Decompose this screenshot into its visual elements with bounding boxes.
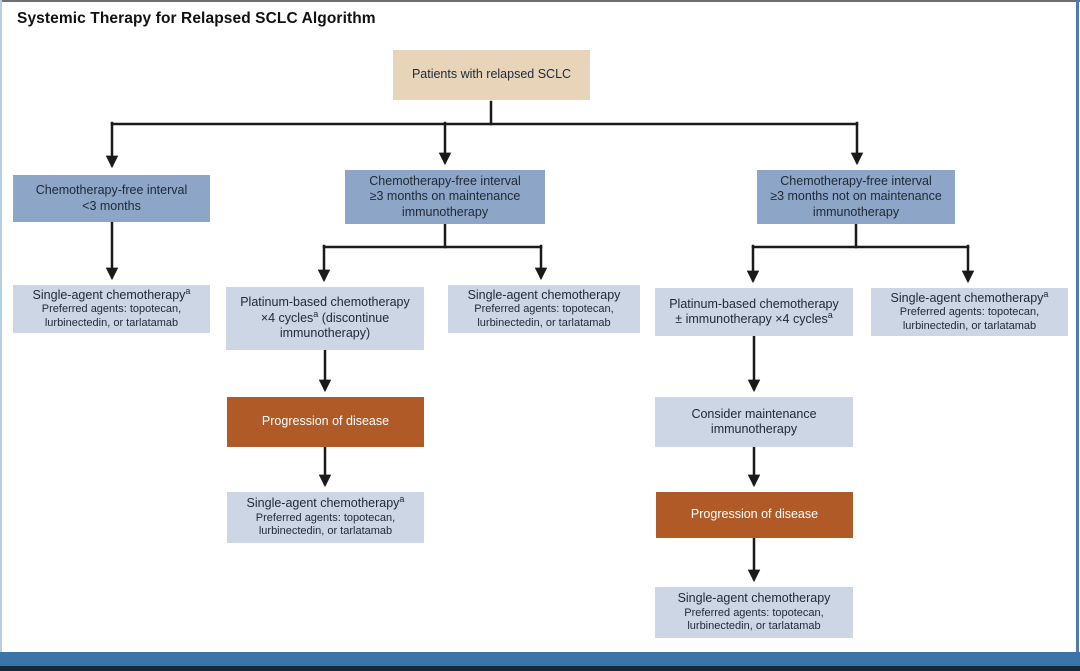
footnote-marker: a [399, 494, 405, 505]
node-label-line: Chemotherapy-free interval [780, 173, 932, 188]
node-cfi-3-months-not-on-maintenance: Chemotherapy-free interval ≥3 months not… [757, 170, 955, 224]
node-label-line: immunotherapy [710, 422, 798, 436]
node-sub-text: lurbinectedin, or tarlatamab [44, 316, 179, 329]
node-main-text: Single-agent chemotherapy [467, 287, 621, 302]
footnote-marker: a [1043, 288, 1049, 299]
node-label-line: Platinum-based chemotherapy [669, 296, 839, 311]
node-sub-text: lurbinectedin, or tarlatamab [687, 620, 821, 633]
node-sub-text: lurbinectedin, or tarlatamab [902, 319, 1037, 332]
node-platinum-chemo-plus-minus-immuno: Platinum-based chemotherapy ± immunother… [655, 288, 853, 336]
node-single-agent-chemo-left: Single-agent chemotherapya Preferred age… [13, 285, 210, 333]
node-label-line: <3 months [82, 198, 141, 213]
node-main-text: Single-agent chemotherapya [32, 285, 191, 302]
node-sub-text: Preferred agents: topotecan, [684, 606, 824, 619]
node-label-line: ≥3 months on maintenance [369, 189, 521, 204]
top-border-line [0, 0, 1080, 2]
node-platinum-chemo-discontinue-immuno: Platinum-based chemotherapy ×4 cyclesa (… [226, 287, 424, 350]
node-single-agent-chemo-mid: Single-agent chemotherapy Preferred agen… [448, 285, 640, 333]
footnote-marker: a [185, 285, 191, 296]
node-label-line: Chemotherapy-free interval [35, 183, 188, 197]
node-single-agent-chemo-right-bottom: Single-agent chemotherapy Preferred agen… [655, 587, 853, 638]
footer-navy-line [0, 666, 1080, 671]
node-label-line: Platinum-based chemotherapy [240, 295, 410, 310]
node-label-line: immunotherapy) [279, 326, 371, 341]
node-consider-maintenance-immunotherapy: Consider maintenance immunotherapy [655, 397, 853, 447]
node-label: Patients with relapsed SCLC [411, 67, 572, 82]
right-border-line [1076, 0, 1079, 653]
node-cfi-under-3-months: Chemotherapy-free interval <3 months [13, 175, 210, 222]
node-main-text: Single-agent chemotherapy [677, 591, 831, 606]
node-main-text: Single-agent chemotherapya [890, 288, 1049, 305]
node-label-line: Consider maintenance [691, 406, 817, 421]
node-label-line: immunotherapy [401, 204, 489, 219]
footnote-marker: a [313, 308, 319, 319]
page-title: Systemic Therapy for Relapsed SCLC Algor… [17, 10, 376, 27]
left-border-line [0, 0, 2, 653]
node-progression-of-disease-mid: Progression of disease [227, 397, 424, 447]
node-sub-text: Preferred agents: topotecan, [474, 303, 614, 316]
node-single-agent-chemo-right: Single-agent chemotherapya Preferred age… [871, 288, 1068, 336]
node-single-agent-chemo-mid-bottom: Single-agent chemotherapya Preferred age… [227, 492, 424, 543]
node-label: Progression of disease [261, 414, 390, 429]
node-label-line: immunotherapy [812, 204, 900, 219]
node-label: Progression of disease [690, 507, 819, 522]
node-sub-text: Preferred agents: topotecan, [41, 303, 182, 316]
node-cfi-3-months-on-maintenance: Chemotherapy-free interval ≥3 months on … [345, 170, 545, 224]
node-sub-text: lurbinectedin, or tarlatamab [477, 316, 611, 329]
node-label-line: ≥3 months not on maintenance [770, 189, 942, 204]
node-sub-text: Preferred agents: topotecan, [899, 306, 1040, 319]
node-label-line: ×4 cyclesa (discontinue [260, 308, 390, 325]
node-patients-relapsed-sclc: Patients with relapsed SCLC [393, 50, 590, 100]
node-sub-text: lurbinectedin, or tarlatamab [258, 525, 393, 538]
footer-accent-bar [0, 652, 1080, 666]
footnote-marker: a [827, 309, 833, 320]
node-label-line: ± immunotherapy ×4 cyclesa [675, 309, 833, 326]
node-label-line: Chemotherapy-free interval [369, 173, 521, 188]
node-progression-of-disease-right: Progression of disease [656, 492, 853, 538]
node-sub-text: Preferred agents: topotecan, [255, 511, 396, 524]
node-main-text: Single-agent chemotherapya [246, 494, 405, 511]
